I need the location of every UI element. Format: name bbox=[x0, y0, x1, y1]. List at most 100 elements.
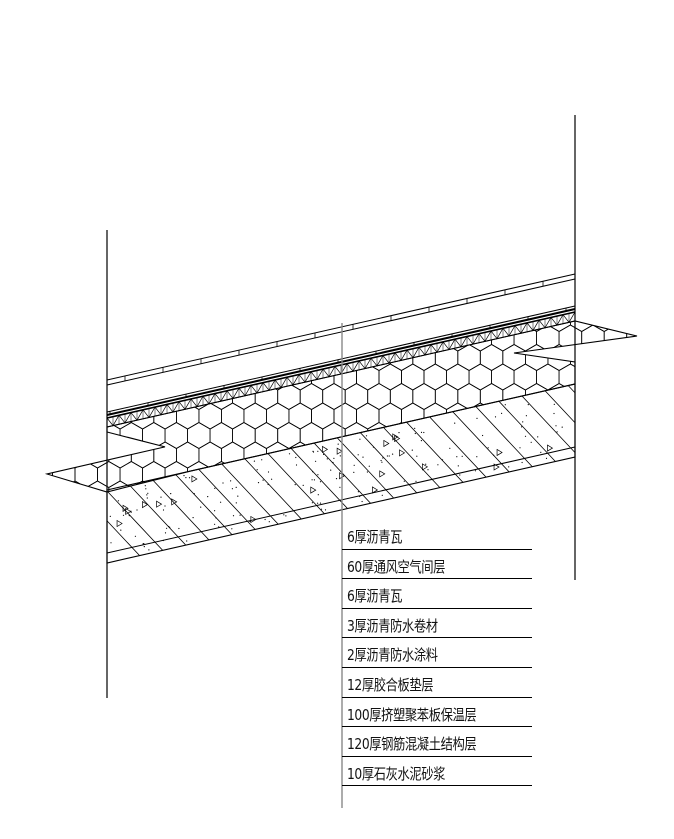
aggregate-dot bbox=[521, 426, 523, 428]
hex-cell bbox=[537, 598, 560, 624]
hex-cell bbox=[232, 461, 256, 488]
concrete-hatch-line bbox=[107, 384, 201, 563]
aggregate-dot bbox=[295, 456, 297, 459]
hex-cell bbox=[188, 579, 211, 605]
aggregate-dot bbox=[388, 455, 390, 457]
hex-cell bbox=[491, 363, 515, 391]
aggregate-dot bbox=[312, 471, 314, 473]
hex-cell bbox=[52, 344, 76, 371]
aggregate-dot bbox=[359, 438, 361, 440]
hex-cell bbox=[233, 579, 256, 605]
hex-cell bbox=[592, 461, 616, 488]
aggregate-dot bbox=[474, 470, 477, 472]
aggregate-dot bbox=[357, 491, 359, 493]
hex-cell bbox=[468, 441, 493, 469]
hex-cell bbox=[244, 598, 267, 624]
hex-cell bbox=[41, 520, 64, 546]
concrete-hatch-line bbox=[571, 384, 575, 563]
hex-cell bbox=[153, 441, 177, 469]
hex-cell bbox=[548, 579, 571, 605]
hex-cell bbox=[356, 324, 380, 352]
hex-cell bbox=[19, 364, 42, 390]
hex-cell bbox=[63, 441, 87, 469]
hex-cell bbox=[255, 579, 278, 605]
hex-cell bbox=[288, 402, 312, 430]
aggregate-dot bbox=[164, 532, 167, 534]
hex-cell bbox=[109, 520, 132, 546]
concrete-hatch-line bbox=[107, 384, 313, 563]
hex-cell bbox=[615, 422, 637, 449]
hex-cell bbox=[649, 520, 672, 546]
aggregate-dot bbox=[365, 435, 368, 437]
hex-cell bbox=[604, 247, 627, 273]
hex-cell bbox=[402, 247, 425, 273]
aggregate-dot bbox=[459, 474, 461, 476]
aggregate-dot bbox=[267, 471, 270, 473]
hex-cell bbox=[187, 422, 211, 449]
hex-cell bbox=[311, 441, 335, 469]
aggregate-dot bbox=[128, 515, 130, 517]
hex-cell bbox=[176, 286, 199, 312]
aggregate-dot bbox=[476, 417, 478, 419]
hex-cell bbox=[142, 461, 166, 488]
hex-cell bbox=[210, 501, 233, 527]
hex-cell bbox=[513, 363, 537, 391]
hex-cell bbox=[525, 383, 549, 410]
aggregate-triangle bbox=[310, 486, 317, 494]
aggregate-dot bbox=[530, 441, 532, 443]
hex-cell bbox=[30, 267, 53, 293]
aggregate-dot bbox=[162, 509, 165, 511]
hex-cell bbox=[548, 540, 571, 566]
hex-cell bbox=[277, 422, 301, 449]
hex-cell bbox=[378, 402, 402, 430]
aggregate-dot bbox=[117, 500, 119, 502]
hex-cell bbox=[265, 402, 290, 430]
hex-cell bbox=[233, 618, 256, 644]
hex-cell bbox=[661, 306, 674, 332]
hex-cell bbox=[41, 598, 64, 624]
hex-cell bbox=[638, 345, 661, 371]
aggregate-dot bbox=[267, 483, 269, 486]
hex-cell bbox=[98, 267, 121, 293]
hex-cell bbox=[344, 321, 369, 332]
aggregate-dot bbox=[487, 447, 489, 449]
aggregate-dot bbox=[482, 434, 484, 437]
aggregate-dot bbox=[332, 461, 334, 464]
aggregate-dot bbox=[193, 493, 195, 495]
aggregate-dot bbox=[561, 426, 563, 428]
hex-cell bbox=[85, 480, 110, 492]
aggregate-dot bbox=[145, 488, 147, 490]
hex-cell bbox=[47, 480, 65, 492]
aggregate-dot bbox=[142, 543, 144, 545]
hex-cell bbox=[502, 461, 526, 488]
hex-cell bbox=[131, 520, 154, 546]
hex-cell bbox=[592, 344, 616, 371]
hex-cell bbox=[209, 422, 234, 449]
hex-cell bbox=[210, 267, 233, 293]
hex-cell bbox=[559, 559, 582, 585]
hex-cell bbox=[649, 481, 672, 507]
hex-cell bbox=[558, 402, 583, 430]
hex-cell bbox=[378, 324, 402, 352]
aggregate-triangle bbox=[383, 439, 390, 448]
hex-cell bbox=[457, 383, 481, 410]
hex-cell bbox=[536, 480, 560, 492]
hex-cell bbox=[75, 267, 98, 293]
aggregate-dot bbox=[285, 515, 287, 517]
aggregate-triangle bbox=[372, 486, 379, 494]
hex-cell bbox=[345, 267, 368, 293]
aggregate-dot bbox=[192, 517, 194, 519]
aggregate-triangle bbox=[336, 447, 343, 455]
aggregate-triangle bbox=[156, 500, 163, 508]
hex-cell bbox=[97, 321, 121, 332]
hex-cell bbox=[389, 422, 414, 449]
hex-cell bbox=[638, 501, 661, 527]
hex-cell bbox=[626, 324, 637, 352]
hex-cell bbox=[210, 618, 233, 644]
hex-cell bbox=[64, 286, 87, 312]
hex-cell bbox=[558, 441, 583, 469]
hex-cell bbox=[243, 402, 267, 430]
aggregate-dot bbox=[403, 480, 405, 482]
aggregate-dot bbox=[239, 514, 241, 516]
hex-cell bbox=[220, 324, 245, 352]
